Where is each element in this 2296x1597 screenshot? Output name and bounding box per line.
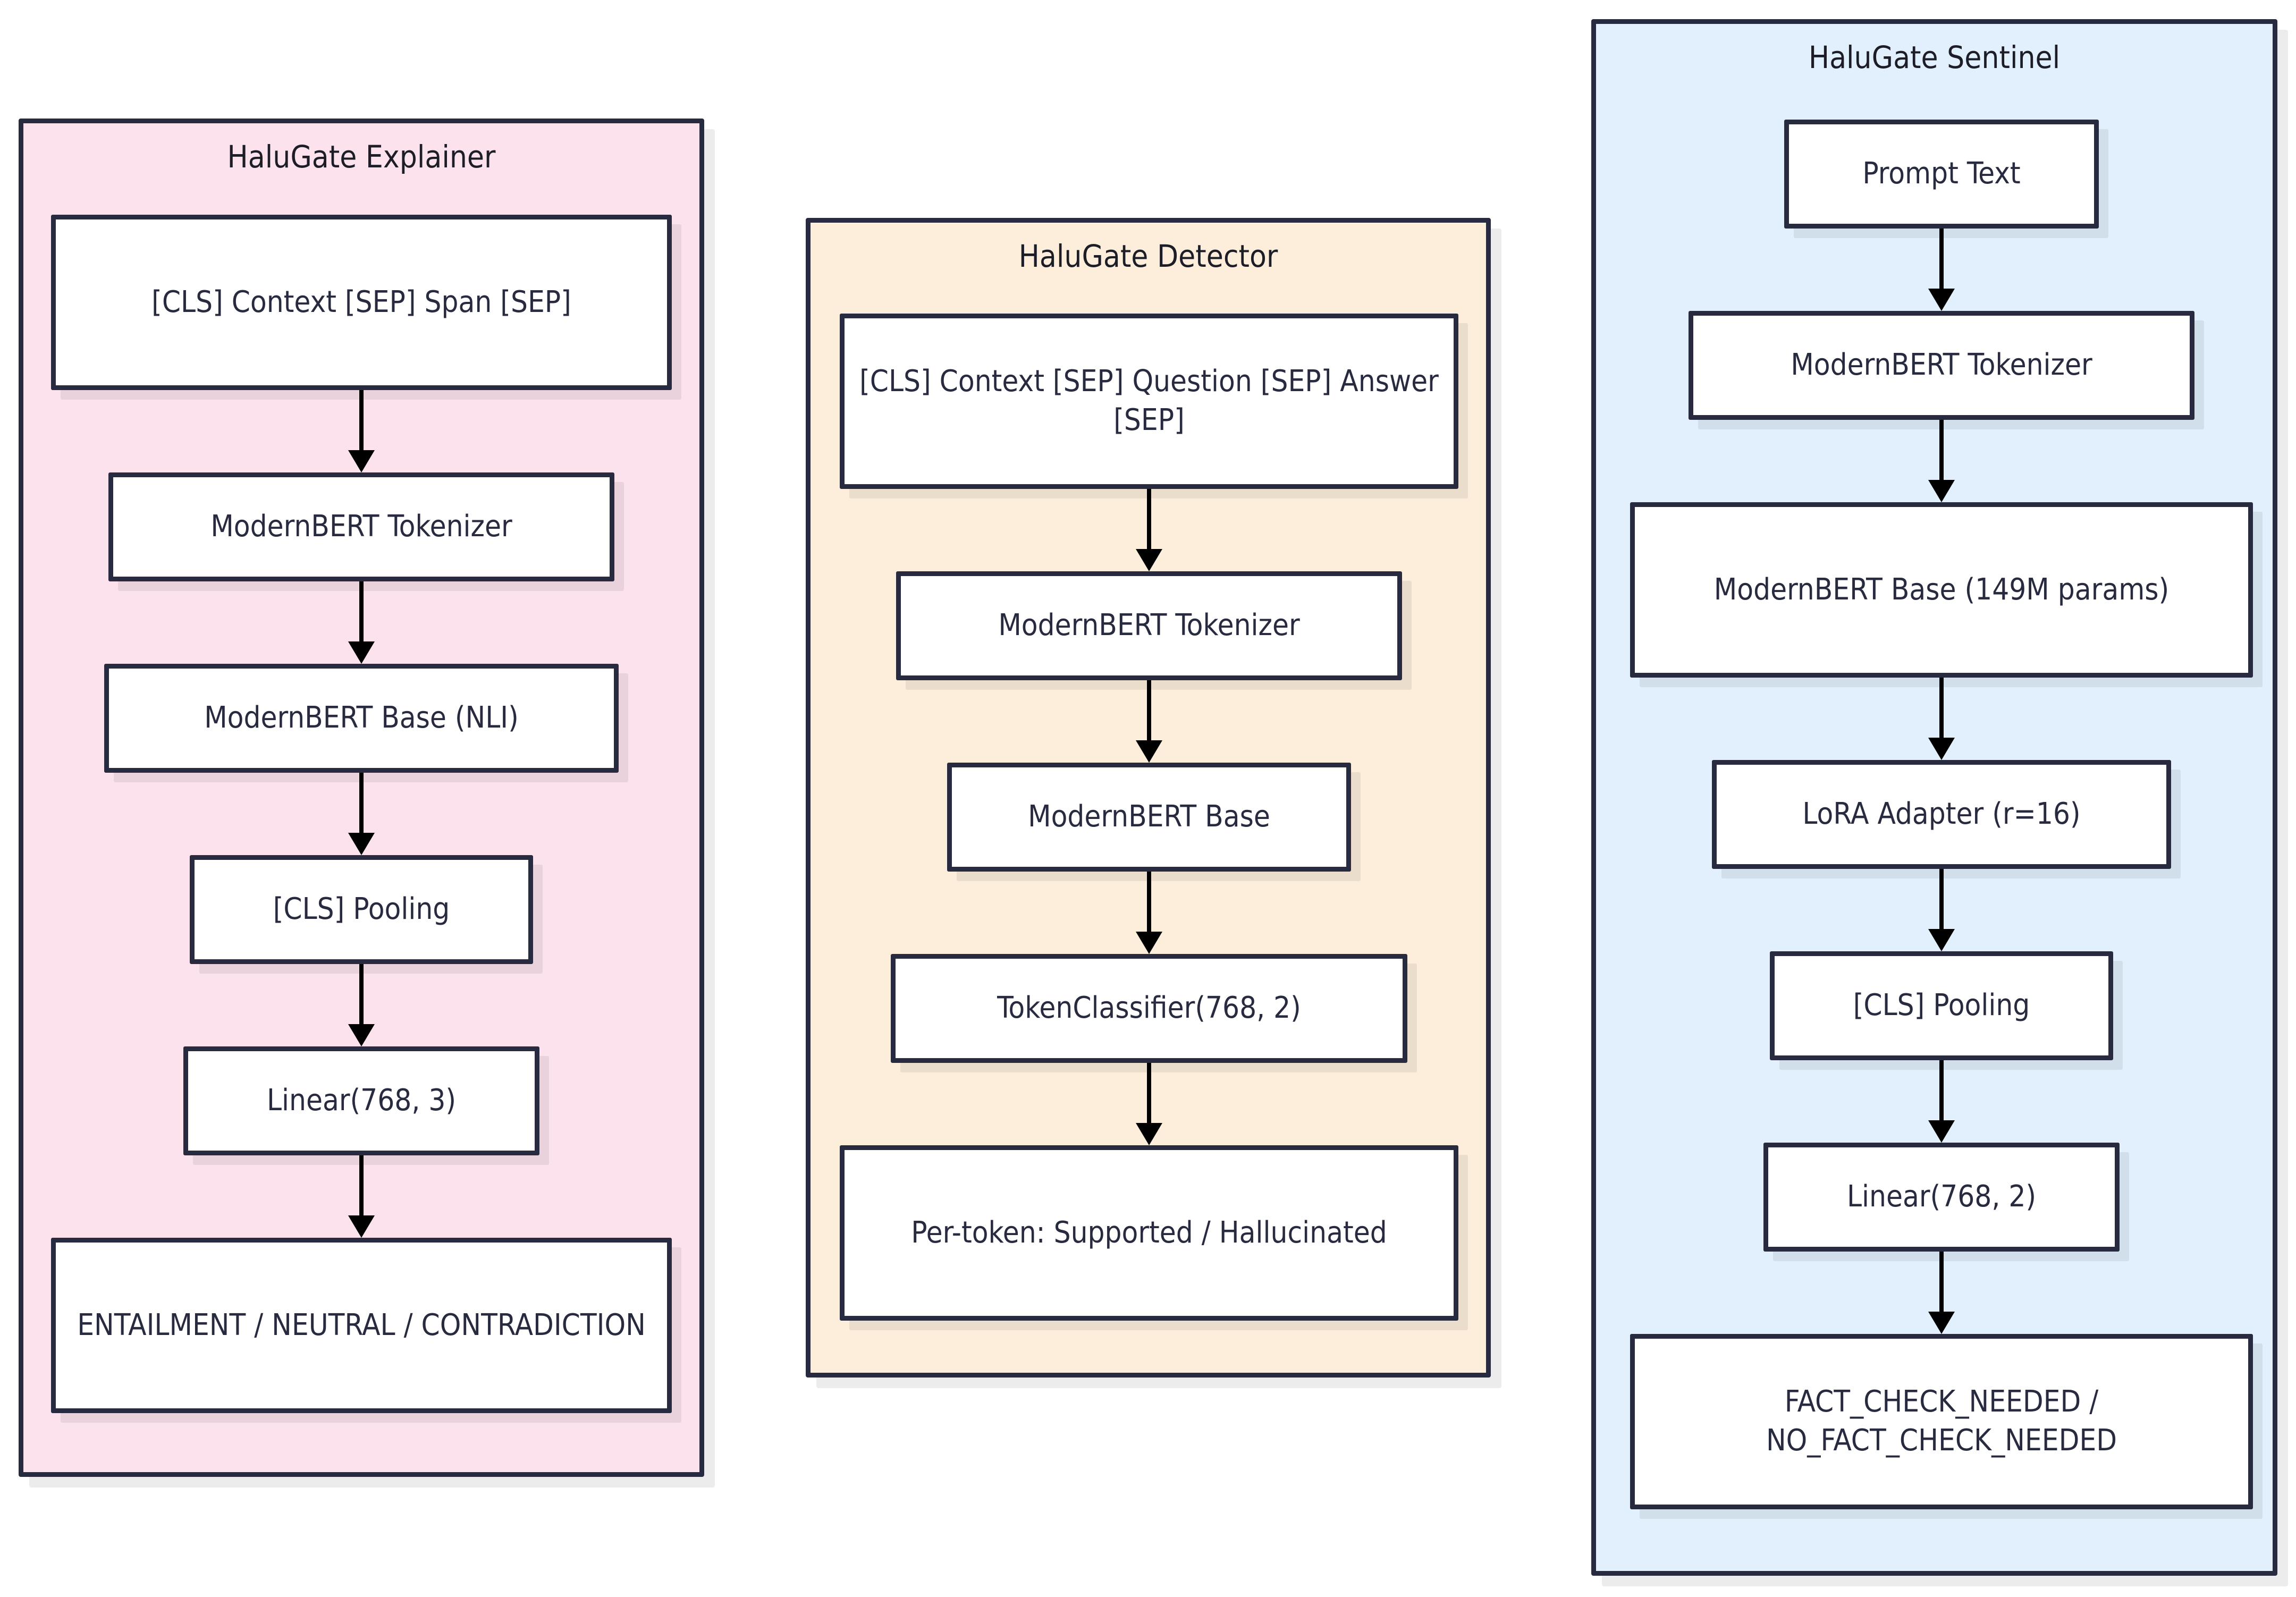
node-label: Per-token: Supported / Hallucinated bbox=[911, 1215, 1387, 1250]
node-label: [CLS] Context [SEP] Span [SEP] bbox=[151, 284, 571, 319]
node-det-output: Per-token: Supported / Hallucinated bbox=[840, 1145, 1458, 1321]
node-det-classifier: TokenClassifier(768, 2) bbox=[891, 954, 1407, 1063]
cluster-title-explainer: HaluGate Explainer bbox=[227, 139, 496, 175]
arrow-det-input-to-tokenizer bbox=[1107, 489, 1192, 571]
arrow-exp-input-to-tokenizer bbox=[319, 390, 404, 472]
node-label: Prompt Text bbox=[1862, 156, 2021, 191]
node-exp-pooling: [CLS] Pooling bbox=[190, 855, 533, 964]
node-sen-output: FACT_CHECK_NEEDED / NO_FACT_CHECK_NEEDED bbox=[1630, 1334, 2253, 1509]
arrow-sen-linear-to-output bbox=[1899, 1252, 1984, 1334]
node-exp-tokenizer: ModernBERT Tokenizer bbox=[108, 472, 614, 581]
arrow-exp-pooling-to-linear bbox=[319, 964, 404, 1046]
arrow-exp-base-to-pooling bbox=[319, 773, 404, 855]
node-label: ModernBERT Tokenizer bbox=[1791, 348, 2092, 383]
arrow-sen-tokenizer-to-base bbox=[1899, 420, 1984, 502]
node-exp-linear: Linear(768, 3) bbox=[183, 1046, 539, 1155]
arrow-sen-base-to-lora bbox=[1899, 678, 1984, 760]
node-det-input: [CLS] Context [SEP] Question [SEP] Answe… bbox=[840, 314, 1458, 489]
node-label: TokenClassifier(768, 2) bbox=[997, 991, 1301, 1026]
arrow-exp-tokenizer-to-base bbox=[319, 581, 404, 664]
arrow-det-tokenizer-to-base bbox=[1107, 680, 1192, 763]
arrow-det-classifier-to-output bbox=[1107, 1063, 1192, 1145]
node-sen-linear: Linear(768, 2) bbox=[1763, 1143, 2120, 1252]
node-sen-tokenizer: ModernBERT Tokenizer bbox=[1689, 311, 2194, 420]
node-label: [CLS] Context [SEP] Question [SEP] Answe… bbox=[859, 364, 1439, 437]
node-label: [CLS] Pooling bbox=[1853, 988, 2030, 1023]
node-label: ModernBERT Base bbox=[1028, 799, 1270, 834]
arrow-sen-pooling-to-linear bbox=[1899, 1060, 1984, 1143]
node-sen-lora: LoRA Adapter (r=16) bbox=[1712, 760, 2171, 869]
node-sen-base: ModernBERT Base (149M params) bbox=[1630, 502, 2253, 678]
node-det-tokenizer: ModernBERT Tokenizer bbox=[896, 571, 1402, 680]
node-label: FACT_CHECK_NEEDED / NO_FACT_CHECK_NEEDED bbox=[1766, 1384, 2117, 1458]
arrow-sen-lora-to-pooling bbox=[1899, 869, 1984, 951]
cluster-title-sentinel: HaluGate Sentinel bbox=[1808, 39, 2061, 75]
node-label: LoRA Adapter (r=16) bbox=[1802, 797, 2081, 832]
node-label: [CLS] Pooling bbox=[273, 892, 450, 927]
node-exp-input: [CLS] Context [SEP] Span [SEP] bbox=[51, 215, 672, 390]
node-label: ModernBERT Base (149M params) bbox=[1713, 572, 2170, 607]
arrow-det-base-to-classifier bbox=[1107, 872, 1192, 954]
node-sen-pooling: [CLS] Pooling bbox=[1770, 951, 2113, 1060]
node-label: ModernBERT Tokenizer bbox=[210, 509, 512, 544]
arrow-sen-prompt-to-tokenizer bbox=[1899, 229, 1984, 311]
node-label: ENTAILMENT / NEUTRAL / CONTRADICTION bbox=[77, 1307, 646, 1342]
node-exp-base: ModernBERT Base (NLI) bbox=[104, 664, 619, 773]
node-sen-prompt: Prompt Text bbox=[1784, 120, 2099, 229]
arrow-exp-linear-to-output bbox=[319, 1155, 404, 1238]
cluster-title-detector: HaluGate Detector bbox=[1018, 238, 1278, 274]
node-label: Linear(768, 2) bbox=[1846, 1179, 2037, 1214]
node-label: Linear(768, 3) bbox=[266, 1083, 457, 1118]
node-exp-output: ENTAILMENT / NEUTRAL / CONTRADICTION bbox=[51, 1238, 672, 1413]
node-label: ModernBERT Tokenizer bbox=[998, 608, 1300, 643]
node-label: ModernBERT Base (NLI) bbox=[204, 700, 519, 736]
node-det-base: ModernBERT Base bbox=[947, 763, 1351, 872]
